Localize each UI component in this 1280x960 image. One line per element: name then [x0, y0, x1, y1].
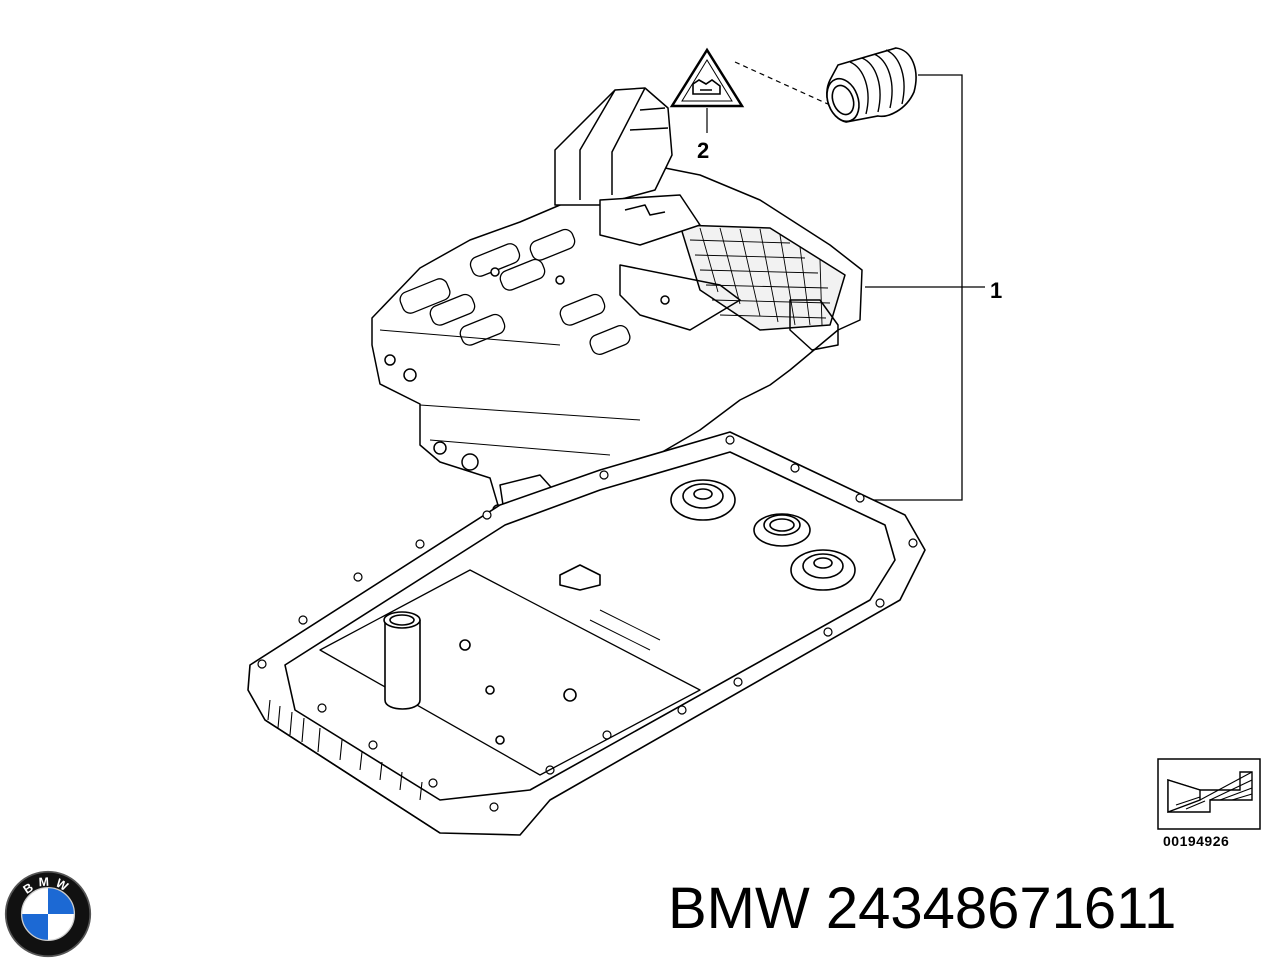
sleeve-adapter-part	[826, 47, 917, 123]
callout-2-leader	[706, 61, 831, 133]
orientation-arrow-icon	[1157, 758, 1261, 830]
valve-spools	[399, 228, 631, 355]
oil-pan	[247, 431, 926, 836]
warning-triangle-icon	[669, 47, 745, 108]
diagram-reference-code: 00194926	[1163, 833, 1230, 849]
callout-number-2: 2	[697, 138, 710, 163]
bmw-roundel-logo: BMW	[4, 870, 92, 958]
valve-body-assembly	[371, 87, 863, 519]
fill-plug	[753, 513, 811, 547]
callout-1-leader	[865, 74, 985, 501]
drain-plug-2	[790, 549, 856, 591]
drain-plug-1	[670, 479, 736, 521]
callout-number-1: 1	[990, 278, 1003, 303]
part-number-caption: BMW 24348671611	[668, 876, 1177, 941]
pan-cooling-fins	[264, 699, 441, 834]
flange-bolts	[257, 435, 918, 812]
lattice-grid	[689, 227, 831, 326]
filter-snorkel-tube	[383, 611, 421, 710]
